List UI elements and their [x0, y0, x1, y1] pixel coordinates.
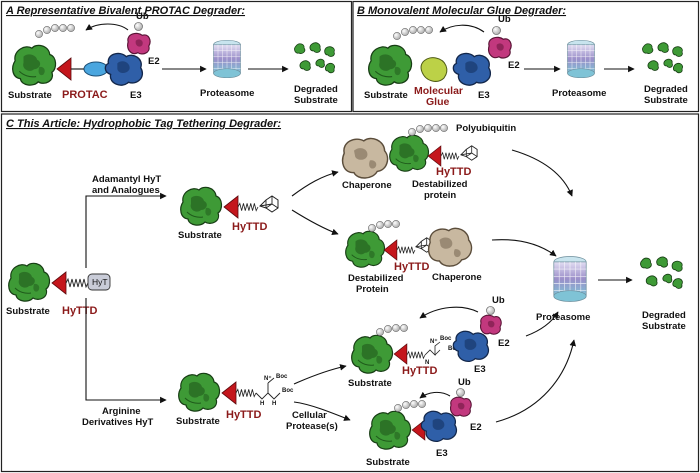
c-bot-e3-label: E3	[436, 448, 448, 459]
c-bot-ub-label: Ub	[458, 377, 471, 388]
panel-b-degraded-label-1: Degraded	[644, 84, 688, 95]
c-e3c-e3-label: E3	[474, 364, 486, 375]
panel-a-degraded-label-1: Degraded	[294, 84, 338, 95]
panel-b-transfer-arrow	[439, 24, 485, 33]
c-degraded-label-2: Substrate	[642, 321, 686, 332]
c-mid-hyttd-label: HyTTD	[394, 261, 430, 273]
c-arginine-label-2: Derivatives HyT	[82, 417, 153, 428]
c-arg-boc-2: Boc	[282, 388, 294, 394]
c-e3c-transfer-arrow	[419, 306, 479, 319]
c-branch-up	[85, 192, 167, 268]
c-e3c-ub-label: Ub	[492, 295, 505, 306]
panel-b-proteasome	[567, 39, 595, 79]
c-e3c-substrate-label: Substrate	[348, 378, 392, 389]
c-top-hyttd-label: HyTTD	[436, 166, 472, 178]
panel-a-e3-label: E3	[130, 90, 142, 101]
panel-a-frame	[0, 0, 353, 113]
c-adamantyl-label-1: Adamantyl HyT	[92, 174, 161, 185]
c-mid-chaperone-label: Chaperone	[432, 272, 482, 283]
panel-b-e2	[487, 36, 512, 59]
panel-b-e3-label: E3	[478, 90, 490, 101]
c-e3c-boc-1: Boc	[440, 336, 452, 342]
c-bot-e2-label: E2	[470, 422, 482, 433]
c-arg-substrate-label: Substrate	[176, 416, 220, 427]
panel-a-e2-label: E2	[148, 56, 160, 67]
panel-b-frame	[352, 0, 700, 113]
c-e3c-e2-label: E2	[498, 338, 510, 349]
c-branch-down	[85, 298, 167, 404]
panel-b-ub-bead	[492, 26, 501, 35]
panel-a-e2	[127, 32, 151, 55]
panel-a-ub-label: Ub	[136, 11, 149, 22]
panel-a-protac-ligand	[83, 61, 109, 77]
c-arg-nplus: N⁺	[264, 375, 272, 382]
c-top-protein-label: protein	[424, 190, 456, 201]
c-cellular-label: Cellular	[292, 410, 327, 421]
c-bot-transfer-arrow	[419, 391, 451, 399]
c-top-chaperone-label: Chaperone	[342, 180, 392, 191]
c-left-substrate-label: Substrate	[6, 306, 50, 317]
panel-b-glue-label: Glue	[426, 96, 449, 108]
panel-a-protac-label: PROTAC	[62, 89, 108, 101]
panel-b-e2-label: E2	[508, 60, 520, 71]
c-proteases-label: Protease(s)	[286, 421, 338, 432]
c-e3c-e3	[452, 330, 490, 363]
c-conv-arrow-1	[511, 149, 573, 197]
c-top-destabilized-label: Destabilized	[412, 179, 468, 190]
panel-b-substrate-label: Substrate	[364, 90, 408, 101]
c-e3c-n: N	[425, 360, 429, 366]
c-arg-hyttd-label: HyTTD	[226, 409, 262, 421]
panel-b-molecular-glue	[420, 57, 448, 82]
c-left-hyt-tag	[87, 273, 111, 291]
panel-a-title: A Representative Bivalent PROTAC Degrade…	[5, 5, 245, 17]
c-mid-protein-label: Protein	[356, 284, 389, 295]
panel-b-e3	[452, 52, 492, 86]
c-conv-arrow-4	[495, 339, 577, 423]
panel-b-proteasome-label: Proteasome	[552, 88, 606, 99]
c-e3c-nplus: N⁺	[430, 338, 438, 345]
c-e3c-e2	[479, 314, 502, 335]
c-mid-destabilized-label: Destabilized	[348, 273, 404, 284]
c-bot-e2	[449, 396, 472, 417]
c-arg-guanidine: N⁺ Boc H H Boc	[255, 374, 294, 407]
panel-a-proteasome-label: Proteasome	[200, 88, 254, 99]
c-conv-arrow-3	[525, 311, 559, 337]
c-left-hyt-label: HyT	[92, 277, 108, 287]
panel-a-proteasome	[213, 39, 241, 79]
panel-b-title: B Monovalent Molecular Glue Degrader:	[357, 5, 566, 17]
panel-c-title: C This Article: Hydrophobic Tag Tetherin…	[6, 118, 281, 130]
panel-b-degraded-label-2: Substrate	[644, 95, 688, 106]
c-proteasome	[553, 256, 587, 302]
c-arg-arrow-down	[293, 401, 351, 421]
c-degraded-label-1: Degraded	[642, 310, 686, 321]
panel-b-ub-label: Ub	[498, 14, 511, 25]
panel-a-substrate-label: Substrate	[8, 90, 52, 101]
c-arginine-label-1: Arginine	[102, 406, 141, 417]
c-arg-boc-1: Boc	[276, 374, 288, 380]
c-bot-ub-bead	[456, 388, 465, 397]
c-polyubiquitin-label: Polyubiquitin	[456, 123, 516, 134]
c-adam-hyttd-label: HyTTD	[232, 221, 268, 233]
c-bot-substrate-label: Substrate	[366, 457, 410, 468]
c-adam-arrow-up	[291, 170, 339, 197]
c-arg-h1: H	[260, 401, 264, 407]
panel-a-degraded-label-2: Substrate	[294, 95, 338, 106]
c-bot-e3	[420, 410, 458, 443]
panel-a-transfer-arrow	[85, 23, 129, 31]
c-conv-arrow-2	[491, 239, 557, 257]
c-adam-arrow-down	[291, 209, 339, 236]
panel-a-e3	[104, 52, 144, 86]
panel-a-ub-bead	[134, 22, 143, 31]
c-e3c-ub-bead	[486, 306, 495, 315]
c-arg-arrow-up	[293, 364, 347, 385]
c-arg-h2: H	[272, 401, 276, 407]
c-left-hyttd-label: HyTTD	[62, 305, 98, 317]
c-e3c-hyttd-label: HyTTD	[402, 365, 438, 377]
panel-b-molecular-label: Molecular	[414, 85, 463, 97]
c-proteasome-label: Proteasome	[536, 312, 590, 323]
c-adam-substrate-label: Substrate	[178, 230, 222, 241]
c-adamantyl-label-2: and Analogues	[92, 185, 160, 196]
